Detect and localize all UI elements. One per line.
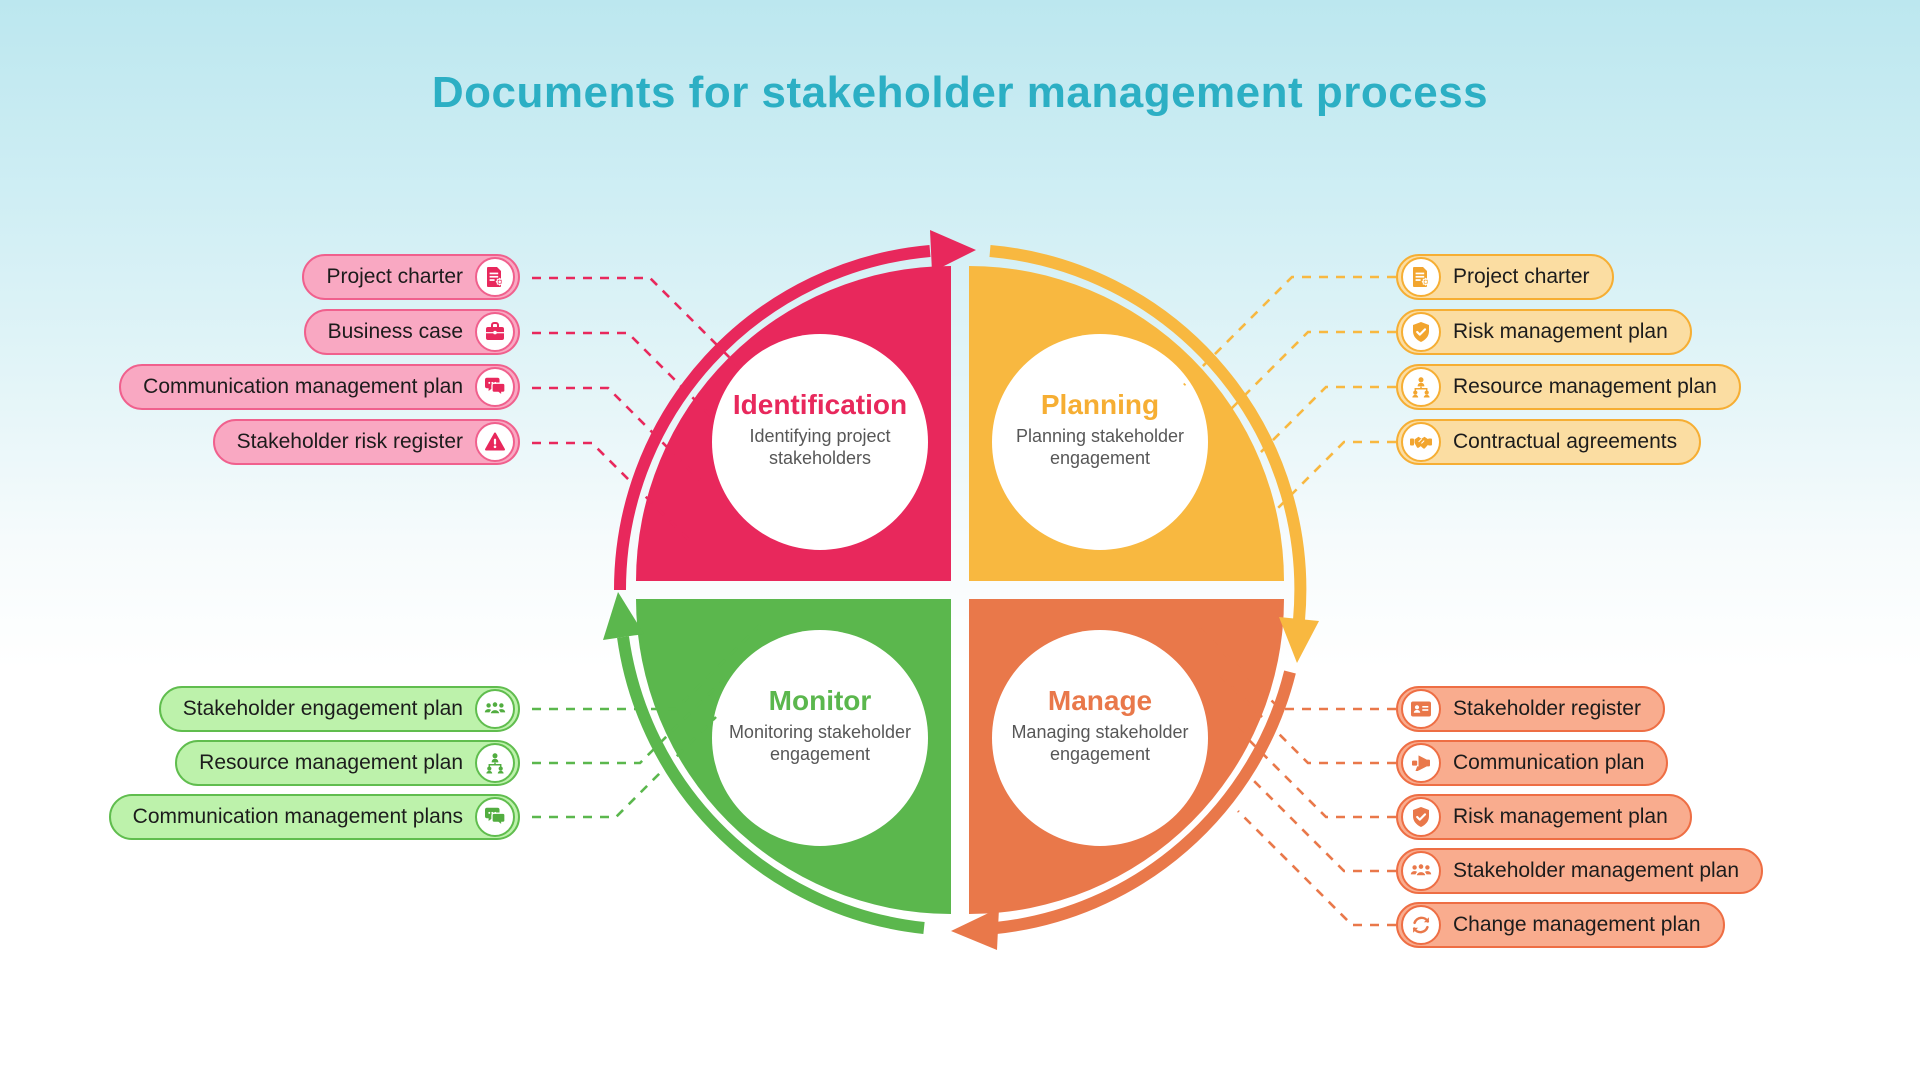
arrowhead-right-icon xyxy=(930,230,976,272)
pill-risk-management-plan: Risk management plan xyxy=(1396,794,1692,840)
connectors-identification xyxy=(532,276,739,540)
planning-label-block: Planning Planning stakeholder engagement xyxy=(980,388,1220,470)
pill-change-management-plan: Change management plan xyxy=(1396,902,1725,948)
connector-line xyxy=(1183,275,1396,386)
flow-arc-planning xyxy=(989,245,1319,663)
connector-line xyxy=(1235,385,1396,478)
pill-resource-management-plan: Resource management plan xyxy=(1396,364,1741,410)
shield-check-icon xyxy=(1401,797,1441,837)
pill-label: Resource management plan xyxy=(1453,375,1717,398)
quadrant-subtitle: Planning stakeholder engagement xyxy=(1015,426,1185,469)
pill-label: Business case xyxy=(327,320,463,343)
planning-circle xyxy=(992,334,1208,550)
page-title: Documents for stakeholder management pro… xyxy=(431,68,1489,117)
manage-circle xyxy=(992,630,1208,846)
pill-stakeholder-engagement-plan: Stakeholder engagement plan xyxy=(158,686,520,732)
pill-label: Risk management plan xyxy=(1453,805,1668,828)
briefcase-icon xyxy=(475,312,515,352)
pill-label: Project charter xyxy=(1453,265,1590,288)
pill-stakeholder-management-plan: Stakeholder management plan xyxy=(1396,848,1764,894)
arrowhead-down-icon xyxy=(1279,617,1319,663)
quadrant-title: Manage xyxy=(1047,685,1153,716)
doc-gear-icon xyxy=(1401,257,1441,297)
quadrant-title: Planning xyxy=(1040,389,1160,420)
megaphone-icon xyxy=(1401,743,1441,783)
pill-label: Risk management plan xyxy=(1453,320,1668,343)
pill-label: Contractual agreements xyxy=(1453,430,1678,453)
connector-line xyxy=(1233,760,1396,873)
connector-line xyxy=(1211,330,1396,429)
chat-icon xyxy=(475,797,515,837)
quadrant-subtitle: Identifying project stakeholders xyxy=(749,426,891,469)
connector-line xyxy=(532,716,717,819)
pill-business-case: Business case xyxy=(303,309,520,355)
pill-label: Stakeholder register xyxy=(1453,697,1641,720)
pill-label: Stakeholder risk register xyxy=(236,430,463,453)
connectors-manage xyxy=(1195,624,1396,927)
flow-arc-monitor xyxy=(603,592,925,934)
connector-line xyxy=(532,441,689,540)
pill-stakeholder-register: Stakeholder register xyxy=(1396,686,1665,732)
arrowhead-up-icon xyxy=(603,592,644,640)
org-chart-icon xyxy=(475,743,515,783)
pill-label: Communication management plan xyxy=(143,375,463,398)
quadrant-subtitle: Monitoring stakeholder engagement xyxy=(728,722,912,765)
connector-line xyxy=(532,678,725,765)
pill-project-charter: Project charter xyxy=(1396,254,1614,300)
handshake-icon xyxy=(1401,422,1441,462)
pill-label: Communication plan xyxy=(1453,751,1645,774)
identification-label-block: Identification Identifying project stake… xyxy=(700,388,940,470)
connector-line xyxy=(1195,624,1396,711)
pill-stakeholder-risk-register: Stakeholder risk register xyxy=(212,419,520,465)
people-icon xyxy=(1401,851,1441,891)
refresh-icon xyxy=(1401,905,1441,945)
monitor-circle xyxy=(712,630,928,846)
manage-label-block: Manage Managing stakeholder engagement xyxy=(980,684,1220,766)
connector-line xyxy=(532,276,739,367)
pill-communication-management-plan: Communication management plan xyxy=(119,364,520,410)
warning-icon xyxy=(475,422,515,462)
connector-line xyxy=(1237,810,1396,927)
connectors-planning xyxy=(1183,275,1396,529)
monitor-label-block: Monitor Monitoring stakeholder engagemen… xyxy=(700,684,940,766)
quadrant-title: Monitor xyxy=(768,685,872,716)
flow-arc-identification xyxy=(613,230,976,591)
people-icon xyxy=(475,689,515,729)
connector-line xyxy=(532,331,717,422)
pill-communication-management-plans: Communication management plans xyxy=(108,794,520,840)
pill-resource-management-plan: Resource management plan xyxy=(175,740,520,786)
identification-circle xyxy=(712,334,928,550)
pill-label: Stakeholder management plan xyxy=(1453,859,1740,882)
pill-label: Communication management plans xyxy=(132,805,463,828)
connector-line xyxy=(532,624,761,711)
flow-arc-manage xyxy=(951,670,1296,950)
pill-contractual-agreements: Contractual agreements xyxy=(1396,419,1702,465)
org-chart-icon xyxy=(1401,367,1441,407)
pill-communication-plan: Communication plan xyxy=(1396,740,1669,786)
connector-line xyxy=(1229,720,1396,819)
pill-project-charter: Project charter xyxy=(302,254,520,300)
connector-line xyxy=(1257,440,1396,529)
pill-label: Change management plan xyxy=(1453,913,1701,936)
pill-risk-management-plan: Risk management plan xyxy=(1396,309,1692,355)
connectors-monitor xyxy=(532,624,761,819)
shield-check-icon xyxy=(1401,312,1441,352)
pill-label: Project charter xyxy=(326,265,463,288)
pill-label: Stakeholder engagement plan xyxy=(182,697,463,720)
connector-line xyxy=(532,386,701,481)
doc-gear-icon xyxy=(475,257,515,297)
id-card-icon xyxy=(1401,689,1441,729)
connector-line xyxy=(1219,674,1396,765)
chat-icon xyxy=(475,367,515,407)
quadrant-subtitle: Managing stakeholder engagement xyxy=(1011,722,1189,765)
arrowhead-left-icon xyxy=(951,908,999,950)
pill-label: Resource management plan xyxy=(199,751,463,774)
quadrant-title: Identification xyxy=(732,389,908,420)
